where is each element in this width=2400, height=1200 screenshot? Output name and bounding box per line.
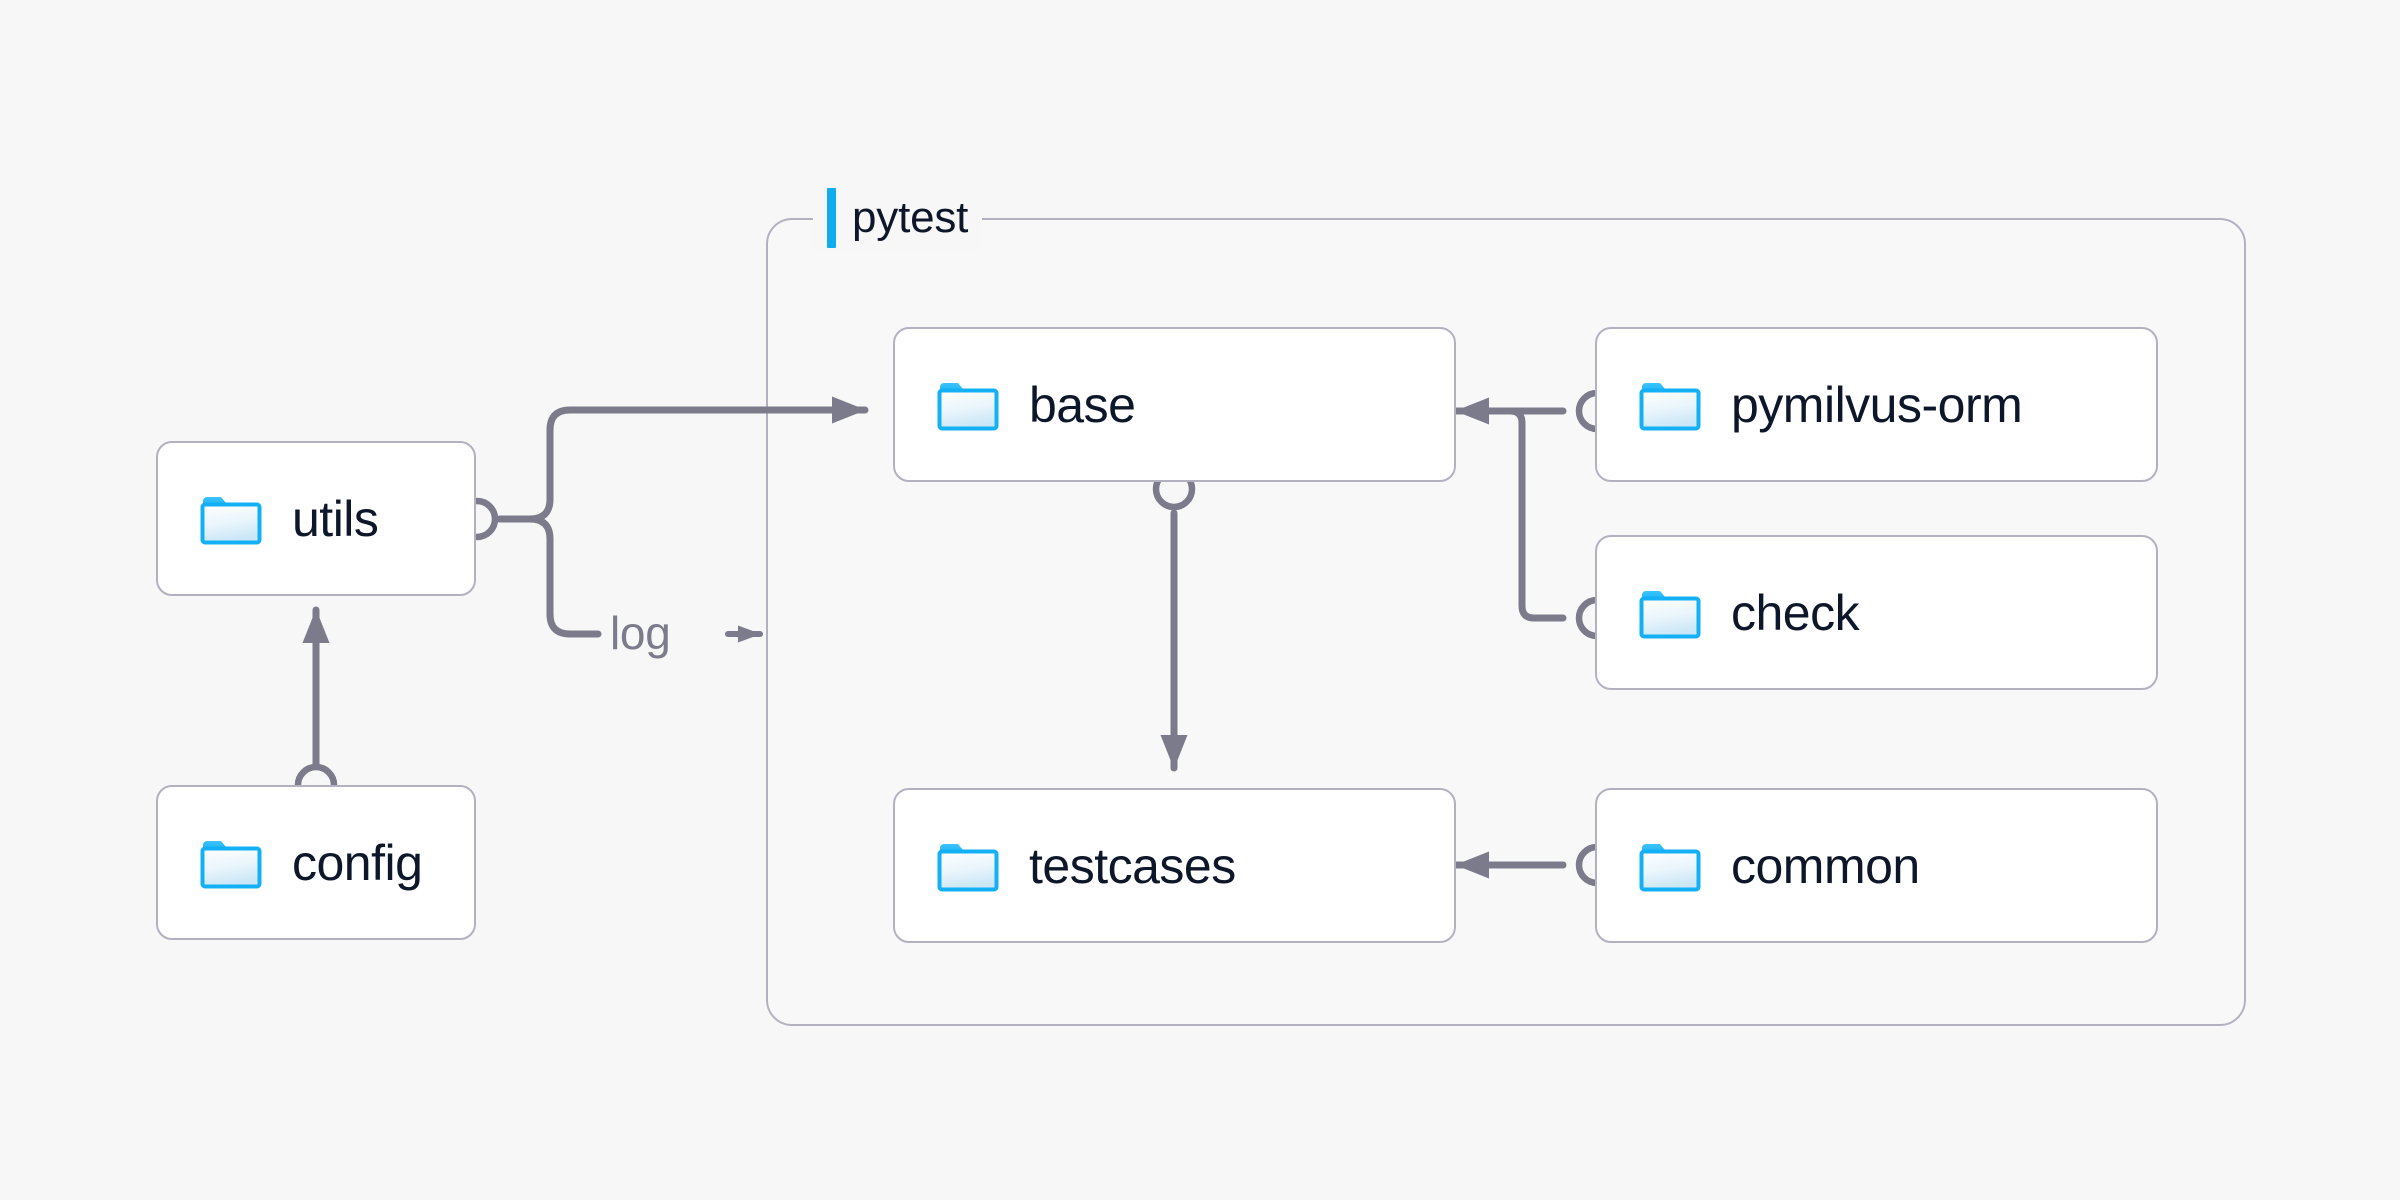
node-label-utils: utils xyxy=(292,490,379,547)
node-check[interactable]: check xyxy=(1595,535,2158,690)
node-label-base: base xyxy=(1029,376,1136,433)
accent-bar-icon xyxy=(827,188,836,248)
node-pymilvus-orm[interactable]: pymilvus-orm xyxy=(1595,327,2158,482)
node-label-config: config xyxy=(292,834,423,891)
node-label-check: check xyxy=(1731,584,1860,641)
folder-icon xyxy=(1639,590,1701,638)
edge-label-log: log xyxy=(610,607,671,659)
group-label-pytest: pytest xyxy=(813,186,983,250)
node-common[interactable]: common xyxy=(1595,788,2158,943)
node-label-common: common xyxy=(1731,837,1920,894)
folder-icon xyxy=(1639,843,1701,891)
folder-icon xyxy=(937,843,999,891)
node-testcases[interactable]: testcases xyxy=(893,788,1456,943)
folder-icon xyxy=(200,840,262,888)
node-utils[interactable]: utils xyxy=(156,441,476,596)
edge-utils-to-log xyxy=(496,515,602,638)
folder-icon xyxy=(937,382,999,430)
node-config[interactable]: config xyxy=(156,785,476,940)
node-label-pymilvus-orm: pymilvus-orm xyxy=(1731,376,2023,433)
folder-icon xyxy=(200,496,262,544)
folder-icon xyxy=(1639,382,1701,430)
node-label-testcases: testcases xyxy=(1029,837,1236,894)
node-base[interactable]: base xyxy=(893,327,1456,482)
group-title: pytest xyxy=(852,193,969,242)
